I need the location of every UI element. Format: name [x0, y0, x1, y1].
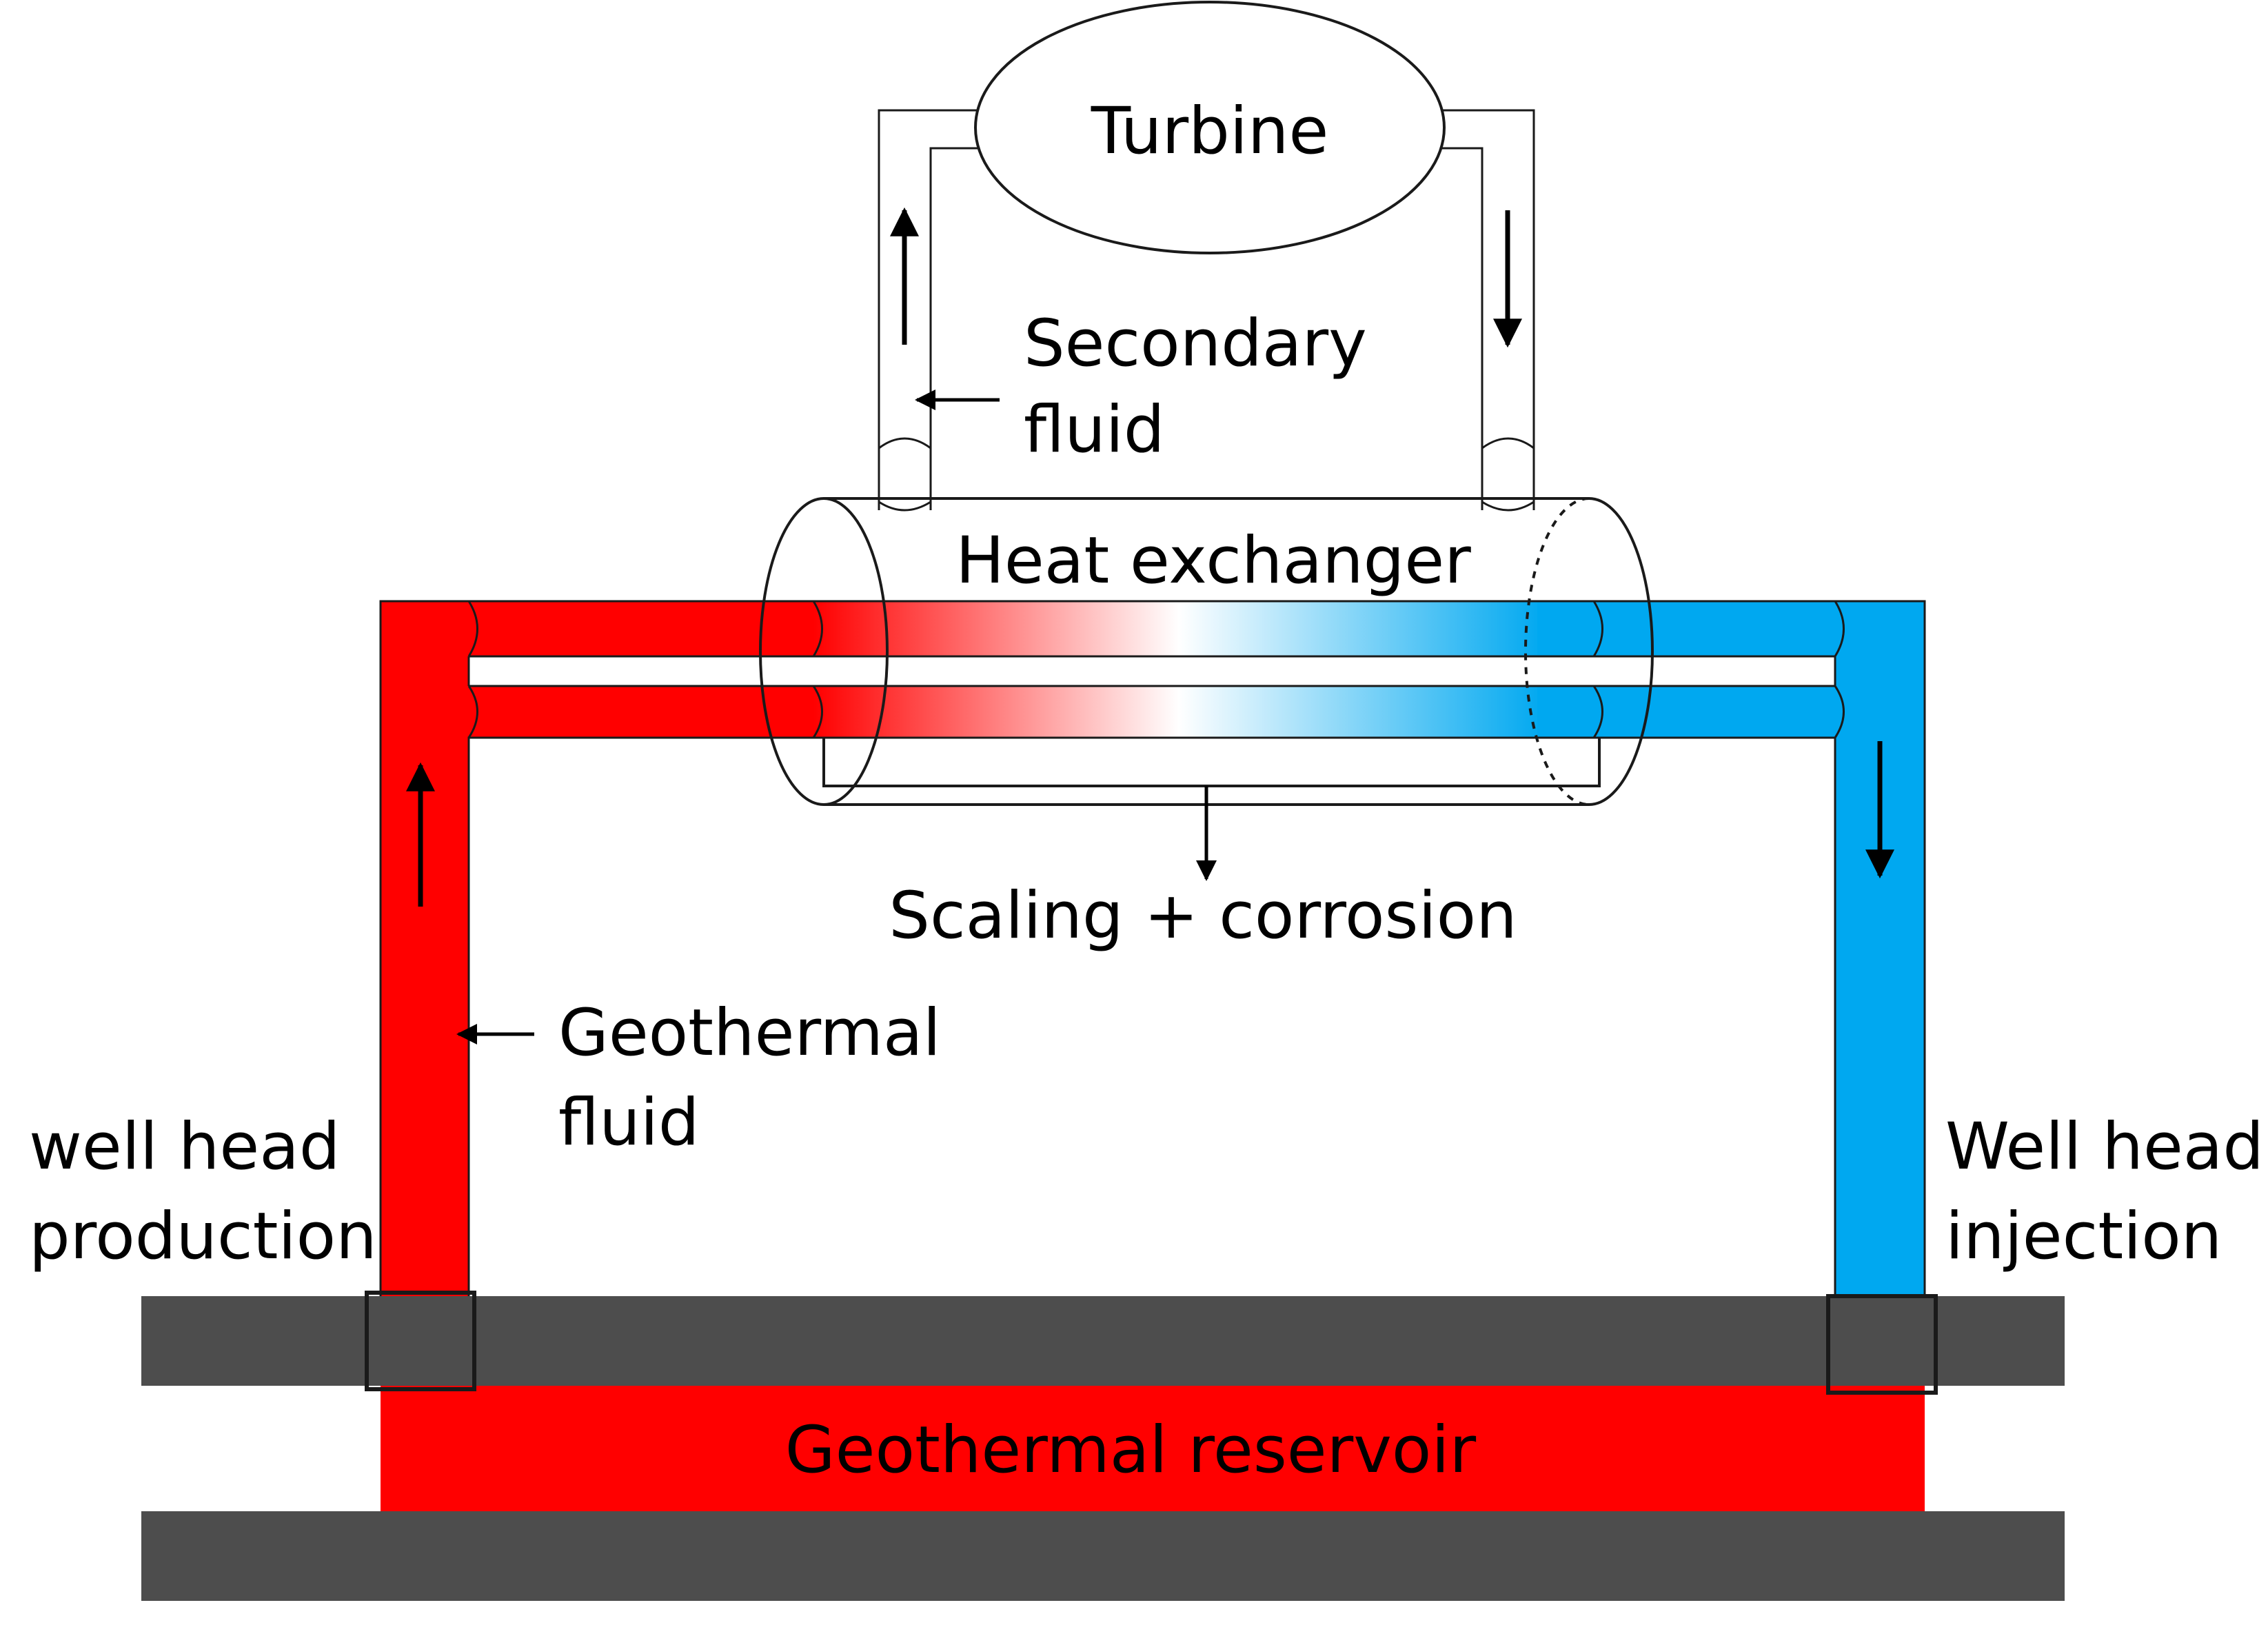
ground-layer-upper	[141, 1296, 2065, 1386]
flow-arrows	[406, 207, 1894, 1044]
heat-exchanger-label: Heat exchanger	[955, 523, 1471, 598]
injection-wellhead-box	[1826, 1294, 1938, 1395]
exchanger-tube-upper	[813, 601, 1546, 656]
injection-label-line2: injection	[1945, 1199, 2222, 1274]
production-label-line1: well head	[29, 1109, 341, 1184]
production-wellhead-box	[365, 1291, 476, 1391]
geothermal-fluid-label-line2: fluid	[558, 1085, 700, 1160]
secondary-loop	[878, 109, 1535, 512]
turbine	[974, 1, 1446, 254]
reservoir-label: Geothermal reservoir	[785, 1413, 1477, 1488]
ground-layer-lower	[141, 1511, 2065, 1601]
scaling-corrosion-label: Scaling + corrosion	[889, 878, 1517, 953]
injection-label-line1: Well head	[1945, 1109, 2264, 1184]
secondary-fluid-label-line1: Secondary	[1024, 306, 1367, 381]
geothermal-reservoir	[381, 1386, 1925, 1511]
injection-well-pipe	[1835, 601, 1925, 1296]
hot-pipe-lower	[469, 686, 829, 738]
turbine-label: Turbine	[1091, 94, 1329, 169]
geothermal-fluid-label-line1: Geothermal	[558, 996, 941, 1071]
heat-exchanger-cylinder	[759, 497, 1654, 806]
exchanger-tube-lower	[813, 686, 1546, 738]
secondary-fluid-label-line2: fluid	[1024, 392, 1165, 467]
production-label-line2: production	[29, 1199, 377, 1274]
hot-pipe-upper	[381, 601, 829, 656]
cold-pipe-lower	[1537, 686, 1835, 738]
